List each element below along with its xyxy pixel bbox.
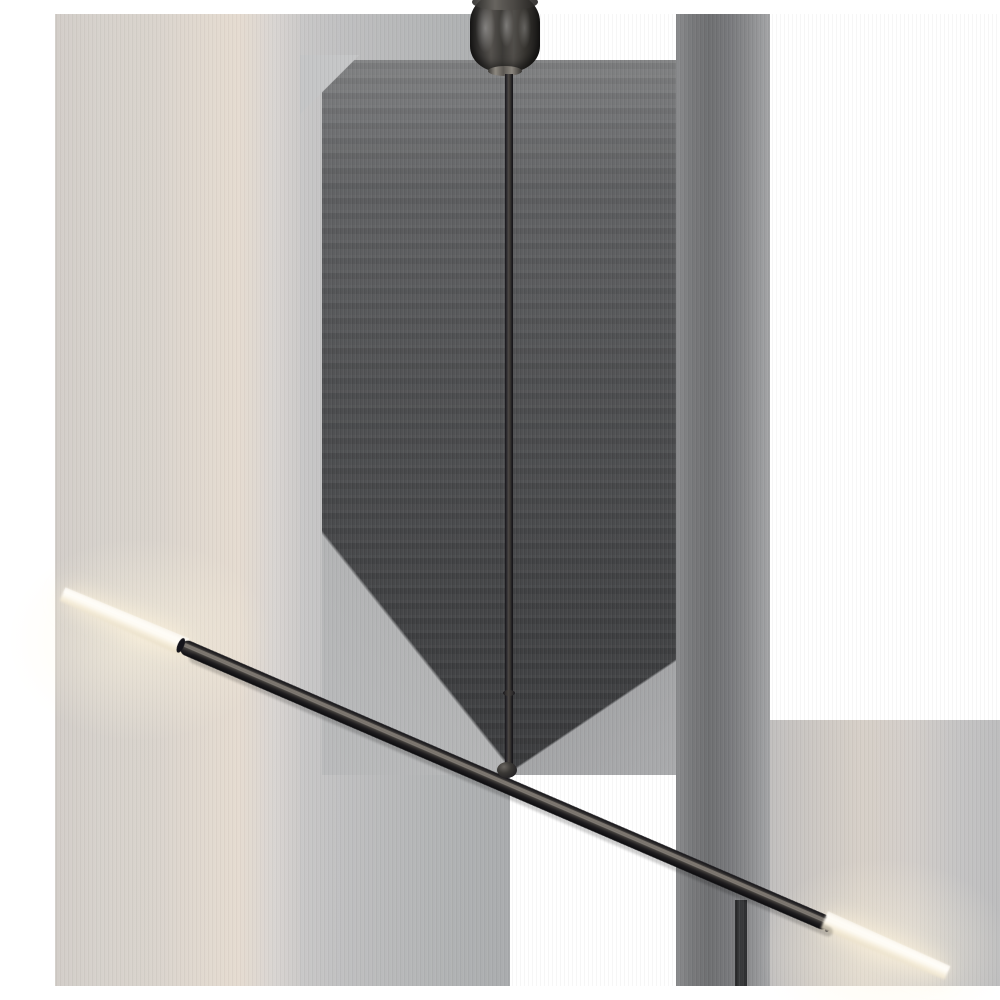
- recess-bevel-top-left: [300, 55, 360, 115]
- canopy-collar: [488, 66, 522, 76]
- page-margin-bottom: [0, 986, 1000, 1000]
- stem-ball-joint: [497, 762, 517, 778]
- canopy-rim: [472, 0, 538, 10]
- page-margin-top-gap: [55, 0, 300, 14]
- background-white-block: [770, 0, 1000, 720]
- stem-joint: [503, 690, 515, 696]
- page-margin-left: [0, 0, 55, 1000]
- ceiling-canopy: [470, 0, 540, 72]
- drop-stem: [505, 74, 513, 774]
- diffuser-left: [59, 587, 190, 656]
- diffuser-right: [820, 911, 951, 980]
